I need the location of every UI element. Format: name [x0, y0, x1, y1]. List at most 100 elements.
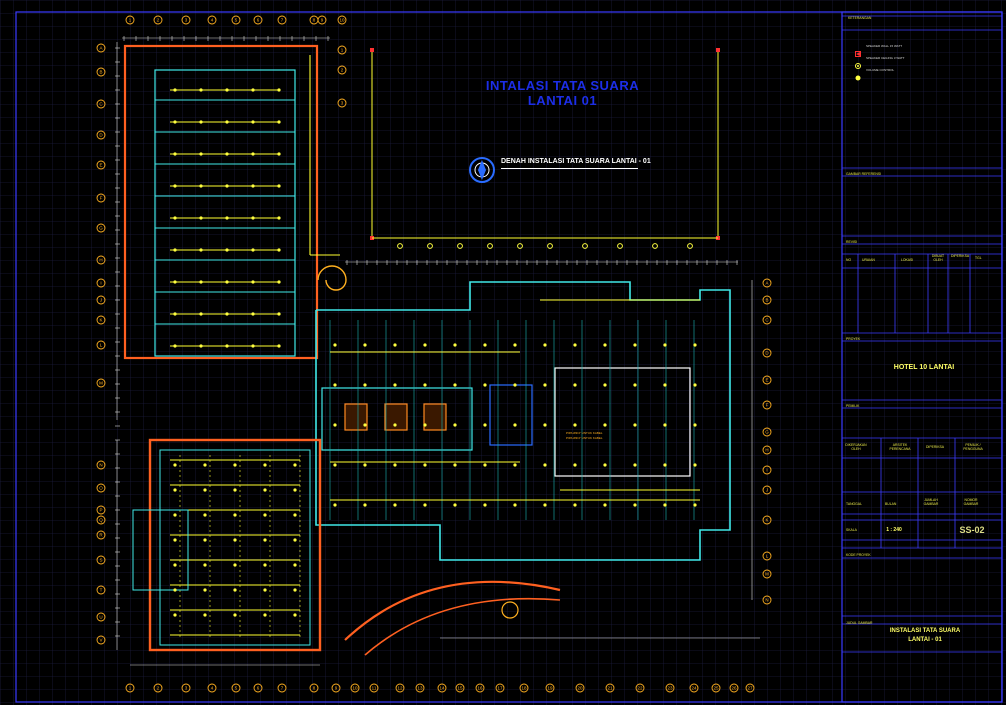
grid-bubble-label: 16 — [477, 686, 483, 691]
grid-bubble-label: 22 — [637, 686, 643, 691]
speaker-ceiling-icon — [251, 88, 255, 92]
speaker-ceiling-icon — [225, 152, 229, 156]
grid-bubble: 2 — [153, 15, 163, 25]
revisi-col-uraian: URAIAN — [862, 258, 875, 262]
grid-bubble-label: 4 — [211, 686, 214, 691]
speaker-ceiling-icon — [173, 248, 177, 252]
grid-bubble-label: A — [765, 281, 768, 286]
speaker-ceiling-icon — [423, 503, 427, 507]
speaker-ceiling-icon — [225, 280, 229, 284]
speaker-ceiling-icon — [603, 463, 607, 467]
grid-bubble-label: 3 — [185, 686, 188, 691]
speaker-ceiling-icon — [693, 383, 697, 387]
speaker-ceiling-icon — [233, 613, 237, 617]
grid-bubble: G — [96, 223, 106, 233]
grid-bubble-label: B — [99, 70, 102, 75]
speaker-ceiling-icon — [513, 423, 517, 427]
speaker-ceiling-icon — [855, 56, 861, 69]
pemilik-header: PEMILIK — [846, 404, 860, 408]
revisi-col-dibuat: DIBUAT OLEH — [931, 254, 945, 262]
speaker-ceiling-icon — [543, 463, 547, 467]
grid-bubble: E — [762, 375, 772, 385]
grid-bubble: D — [762, 348, 772, 358]
grid-bubble: 13 — [415, 683, 425, 693]
speaker-ceiling-icon — [251, 120, 255, 124]
grid-bubble-label: 17 — [497, 686, 503, 691]
grid-bubble-label: D — [765, 351, 769, 356]
grid-bubble: 1 — [337, 45, 347, 55]
speaker-ceiling-icon — [199, 152, 203, 156]
grid-bubble: 3 — [337, 98, 347, 108]
speaker-ceiling-icon — [483, 503, 487, 507]
speaker-ceiling-icon — [293, 513, 297, 517]
speaker-ceiling-icon — [233, 463, 237, 467]
grid-bubble: N — [96, 460, 106, 470]
grid-bubble-label: D — [99, 133, 103, 138]
grid-bubble: 9 — [331, 683, 341, 693]
speaker-ceiling-icon — [633, 383, 637, 387]
speaker-ceiling-icon — [393, 423, 397, 427]
speaker-ceiling-icon — [225, 248, 229, 252]
pool-area — [554, 367, 691, 477]
grid-bubble-label: J — [100, 298, 102, 303]
speaker-ceiling-icon — [233, 513, 237, 517]
nomor-label: NOMOR GAMBAR — [963, 498, 979, 506]
speaker-ceiling-icon — [333, 383, 337, 387]
grid-bubble-label: C — [99, 102, 103, 107]
speaker-ceiling-icon — [277, 88, 281, 92]
speaker-ceiling-icon — [173, 588, 177, 592]
speaker-ceiling-icon — [233, 538, 237, 542]
grid-bubble-label: 23 — [667, 686, 673, 691]
grid-bubble: 5 — [231, 15, 241, 25]
nomor-value: SS-02 — [959, 525, 985, 535]
grid-bubble-label: F — [100, 196, 103, 201]
volume-control-icon — [617, 243, 623, 249]
south-wing-inner-wall — [159, 449, 311, 646]
speaker-ceiling-icon — [663, 343, 667, 347]
speaker-ceiling-icon — [423, 343, 427, 347]
grid-bubble-label: 1 — [341, 48, 344, 53]
speaker-ceiling-icon — [225, 216, 229, 220]
speaker-ceiling-icon — [363, 383, 367, 387]
grid-bubble-label: G — [765, 430, 769, 435]
grid-bubble-label: 9 — [321, 18, 324, 23]
grid-bubble: 15 — [455, 683, 465, 693]
grid-bubble: 12 — [395, 683, 405, 693]
grid-bubble-label: M — [765, 572, 769, 577]
grid-bubble: 11 — [369, 683, 379, 693]
grid-bubble-label: 6 — [257, 686, 260, 691]
speaker-ceiling-icon — [277, 344, 281, 348]
speaker-ceiling-icon — [173, 463, 177, 467]
speaker-ceiling-icon — [363, 423, 367, 427]
south-wing-outer-wall — [148, 438, 322, 652]
grid-bubble: T — [96, 585, 106, 595]
grid-bubble-label: 7 — [281, 18, 284, 23]
grid-bubble: S — [96, 555, 106, 565]
speaker-ceiling-icon — [263, 513, 267, 517]
revisi-col-tgl: TGL — [975, 256, 982, 260]
grid-bubble: 20 — [575, 683, 585, 693]
grid-bubble-label: 10 — [339, 18, 345, 23]
speaker-ceiling-icon — [603, 383, 607, 387]
grid-bubble-label: 19 — [547, 686, 553, 691]
grid-bubble: M — [762, 569, 772, 579]
volume-control-icon — [855, 68, 861, 81]
volume-control-icon — [427, 243, 433, 249]
speaker-ceiling-icon — [513, 343, 517, 347]
grid-bubble: 17 — [495, 683, 505, 693]
grid-bubble-label: H — [99, 258, 102, 263]
grid-bubble: I — [762, 465, 772, 475]
speaker-ceiling-icon — [293, 613, 297, 617]
grid-bubble-label: I — [766, 468, 767, 473]
legend-label-3: VOLUME CONTROL — [866, 68, 895, 72]
volume-control-icon — [547, 243, 553, 249]
speaker-ceiling-icon — [293, 588, 297, 592]
volume-control-icon — [517, 243, 523, 249]
grid-bubble: Q — [96, 515, 106, 525]
grid-bubble-label: 20 — [577, 686, 583, 691]
speaker-ceiling-icon — [573, 423, 577, 427]
speaker-ceiling-icon — [543, 423, 547, 427]
grid-bubble-label: U — [99, 615, 102, 620]
grid-bubble: C — [762, 315, 772, 325]
